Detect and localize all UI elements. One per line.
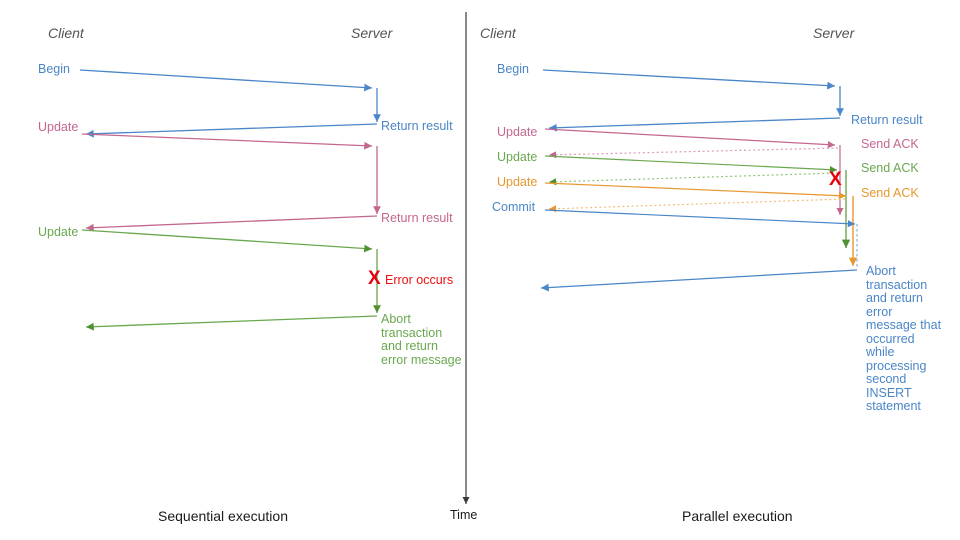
time-axis-label: Time bbox=[450, 508, 478, 522]
message-label-update-1-sequential: Update bbox=[38, 120, 79, 134]
arrow-commit bbox=[544, 209, 856, 228]
arrow-update-1 bbox=[544, 128, 836, 149]
arrow-return-result bbox=[548, 117, 841, 132]
message-label-return-result-1: Return result bbox=[381, 119, 453, 133]
message-label-abort-parallel: Abort transaction and return error messa… bbox=[866, 264, 942, 413]
message-label-send-ack-2: Send ACK bbox=[861, 161, 919, 175]
arrow-send-ack-3 bbox=[548, 198, 846, 213]
error-x-icon-sequential: X bbox=[368, 268, 381, 289]
sequential-panel-arrows bbox=[79, 69, 381, 331]
arrow-abort-return bbox=[85, 315, 378, 331]
arrow-begin bbox=[542, 69, 836, 90]
arrow-return-result-1 bbox=[85, 123, 378, 138]
client-lane-header-parallel: Client bbox=[480, 25, 516, 41]
panel-caption-parallel: Parallel execution bbox=[682, 508, 793, 524]
message-label-update-2-parallel: Update bbox=[497, 150, 538, 164]
error-label-sequential: Error occurs bbox=[385, 273, 454, 287]
message-label-abort-sequential: Abort transaction and return error messa… bbox=[381, 312, 462, 367]
arrow-send-ack-2 bbox=[548, 172, 839, 186]
message-label-commit: Commit bbox=[492, 200, 536, 214]
arrow-update-2 bbox=[544, 155, 838, 174]
arrow-return-result-2 bbox=[85, 215, 378, 232]
server-lane-header-parallel: Server bbox=[813, 25, 855, 41]
message-label-return-result-parallel: Return result bbox=[851, 113, 923, 127]
message-label-update-2-sequential: Update bbox=[38, 225, 79, 239]
error-x-icon-parallel: X bbox=[829, 169, 842, 190]
arrow-update-2 bbox=[81, 229, 373, 253]
arrow-update-1 bbox=[81, 133, 373, 150]
client-lane-header-sequential: Client bbox=[48, 25, 84, 41]
message-label-send-ack-3: Send ACK bbox=[861, 186, 919, 200]
arrow-abort-return bbox=[540, 269, 858, 292]
message-label-begin-sequential: Begin bbox=[38, 62, 70, 76]
arrow-update-3 bbox=[544, 182, 847, 200]
panel-caption-sequential: Sequential execution bbox=[158, 508, 288, 524]
message-label-return-result-2: Return result bbox=[381, 211, 453, 225]
message-label-update-1-parallel: Update bbox=[497, 125, 538, 139]
message-label-send-ack-1: Send ACK bbox=[861, 137, 919, 151]
server-lane-header-sequential: Server bbox=[351, 25, 393, 41]
message-label-update-3-parallel: Update bbox=[497, 175, 538, 189]
arrow-send-ack-1 bbox=[548, 147, 839, 159]
parallel-panel-arrows bbox=[540, 69, 858, 292]
message-label-begin-parallel: Begin bbox=[497, 62, 529, 76]
arrow-begin bbox=[79, 69, 373, 92]
